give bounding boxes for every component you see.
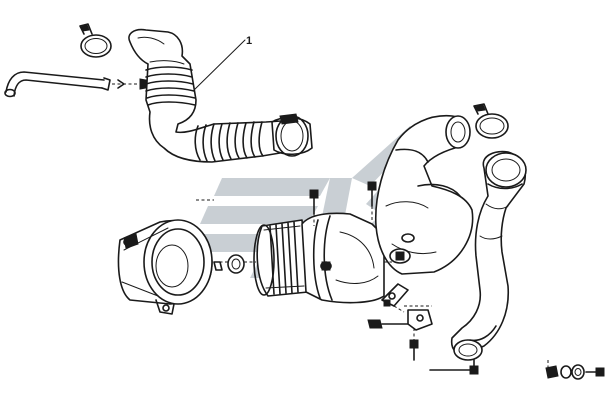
- callout-label: 1: [246, 35, 252, 47]
- assembly-guide-lines: [196, 199, 405, 313]
- filter-cover: [117, 219, 223, 315]
- elbow-ribs: [194, 121, 264, 162]
- filter-housing: [301, 212, 385, 304]
- bolt-top-center: [309, 189, 319, 226]
- intake-elbow-duct: [374, 114, 474, 275]
- bellows-rings: [145, 66, 196, 106]
- mounting-bracket: [381, 283, 409, 307]
- fasteners-bottom-right: [429, 360, 605, 380]
- breather-tube: [4, 71, 147, 98]
- filter-element: [253, 219, 309, 297]
- hose-clamp-right: [473, 103, 509, 139]
- outlet-pipe: [450, 150, 527, 361]
- callout-1: 1: [191, 35, 252, 93]
- hardware-stack-center: [367, 305, 433, 361]
- callout-leader: [191, 39, 246, 93]
- bolt-top-right: [367, 181, 377, 220]
- grommet: [227, 254, 245, 274]
- outlet-clamp: [469, 359, 479, 375]
- corrugated-intake-hose: [128, 28, 313, 163]
- hose-clamp-small: [79, 23, 112, 58]
